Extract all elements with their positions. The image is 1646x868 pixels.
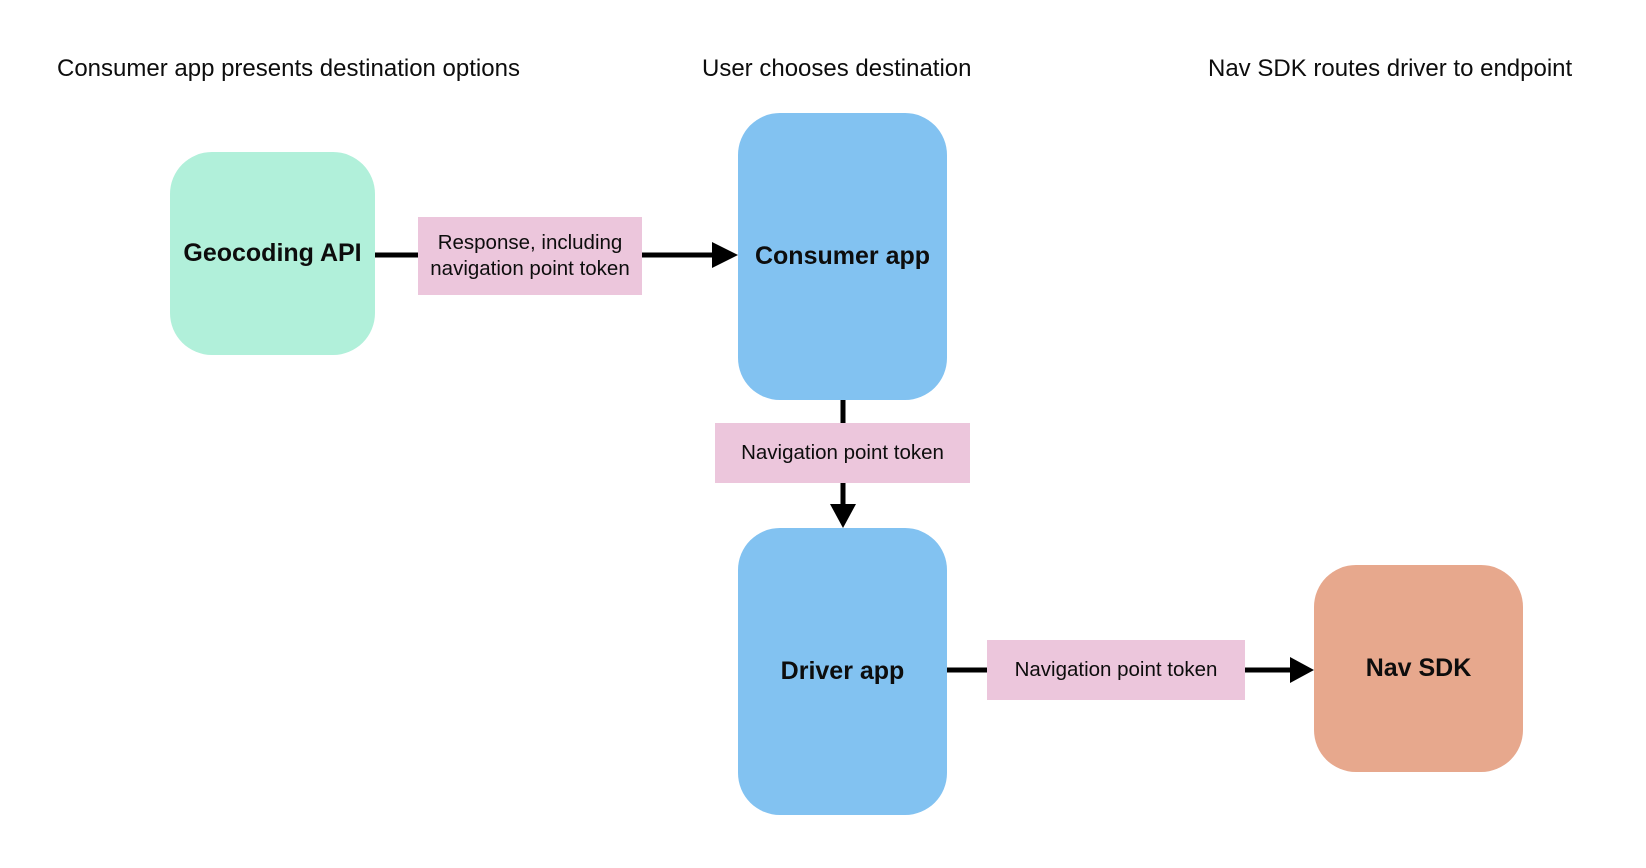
edge-label-navigation-point-token-driver-navsdk: Navigation point token bbox=[987, 640, 1245, 700]
node-geocoding-api: Geocoding API bbox=[170, 152, 375, 355]
edge-label-navigation-point-token-consumer-driver: Navigation point token bbox=[715, 423, 970, 483]
phase-label-choose-destination: User chooses destination bbox=[702, 55, 972, 82]
node-nav-sdk: Nav SDK bbox=[1314, 565, 1523, 772]
node-driver-app: Driver app bbox=[738, 528, 947, 815]
phase-label-route-driver: Nav SDK routes driver to endpoint bbox=[1208, 55, 1573, 82]
phase-label-present-options: Consumer app presents destination option… bbox=[57, 55, 520, 82]
edge-label-response-navigation-point-token: Response, including navigation point tok… bbox=[418, 217, 642, 295]
node-consumer-app: Consumer app bbox=[738, 113, 947, 400]
